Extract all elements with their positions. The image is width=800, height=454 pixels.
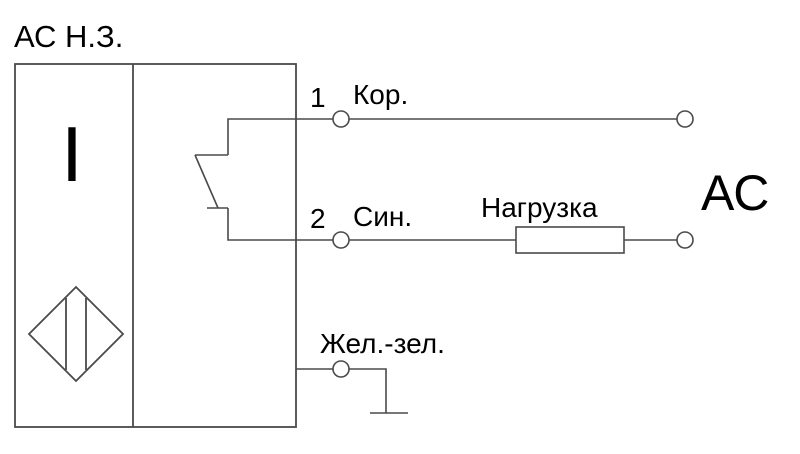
terminal-2 (332, 231, 350, 249)
load-label: Нагрузка (481, 192, 598, 223)
nc-switch-contact (194, 118, 333, 241)
sensor-body: I (14, 63, 297, 428)
terminal-2-label: Син. (353, 201, 412, 232)
terminal-3 (332, 360, 350, 378)
terminal-2-number: 2 (310, 203, 326, 234)
terminal-1-external (676, 110, 694, 128)
supply-label: АС (701, 165, 769, 221)
terminal-3-label: Жел.-зел. (320, 328, 445, 359)
terminal-1-label: Кор. (353, 79, 408, 110)
terminal-1-number: 1 (310, 82, 326, 113)
sensor-housing (14, 63, 297, 428)
load-resistor (515, 226, 625, 254)
line-1: 1 Кор. (310, 79, 694, 128)
terminal-1 (332, 110, 350, 128)
diagram-title: АС Н.З. (14, 19, 123, 54)
output-symbol: I (61, 110, 83, 198)
inductive-sensor-icon (27, 285, 125, 383)
line-2: 2 Син. Нагрузка (310, 192, 694, 254)
terminal-2-external (676, 231, 694, 249)
ground-line: Жел.-зел. (296, 328, 445, 414)
